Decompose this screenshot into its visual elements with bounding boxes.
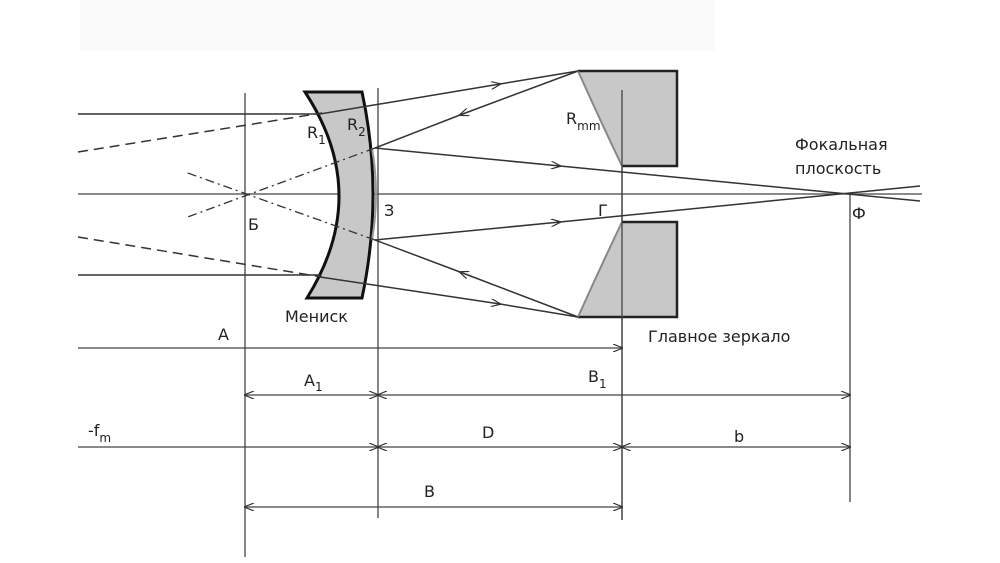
label-dim-b1: B1 <box>588 367 607 391</box>
meniscus-lens <box>302 90 375 300</box>
label-dim-a1: A1 <box>304 371 323 394</box>
label-focal-plane-2: плоскость <box>795 159 881 178</box>
label-dim-a: A <box>218 325 229 344</box>
meniscus-mirror-spot <box>371 147 377 241</box>
label-focal-plane-1: Фокальная <box>795 135 888 154</box>
main-mirror-bottom <box>578 222 677 317</box>
label-dim-b-small: b <box>734 427 744 446</box>
label-point-b: Б <box>248 215 259 234</box>
label-point-z: З <box>384 201 394 220</box>
background-band <box>80 0 715 50</box>
label-r1: R1 <box>307 123 326 147</box>
label-dim-fm: -fm <box>88 421 111 445</box>
label-main-mirror: Главное зеркало <box>648 327 790 346</box>
label-dim-d: D <box>482 423 494 442</box>
label-meniscus: Мениск <box>285 307 348 326</box>
label-dim-b: B <box>424 482 435 501</box>
label-r2: R2 <box>347 115 366 139</box>
label-rmm: Rmm <box>566 109 601 133</box>
label-point-g: Г <box>598 201 608 220</box>
ray-paths <box>77 70 921 318</box>
main-mirror-top <box>578 71 677 166</box>
label-point-f: Ф <box>852 204 866 223</box>
